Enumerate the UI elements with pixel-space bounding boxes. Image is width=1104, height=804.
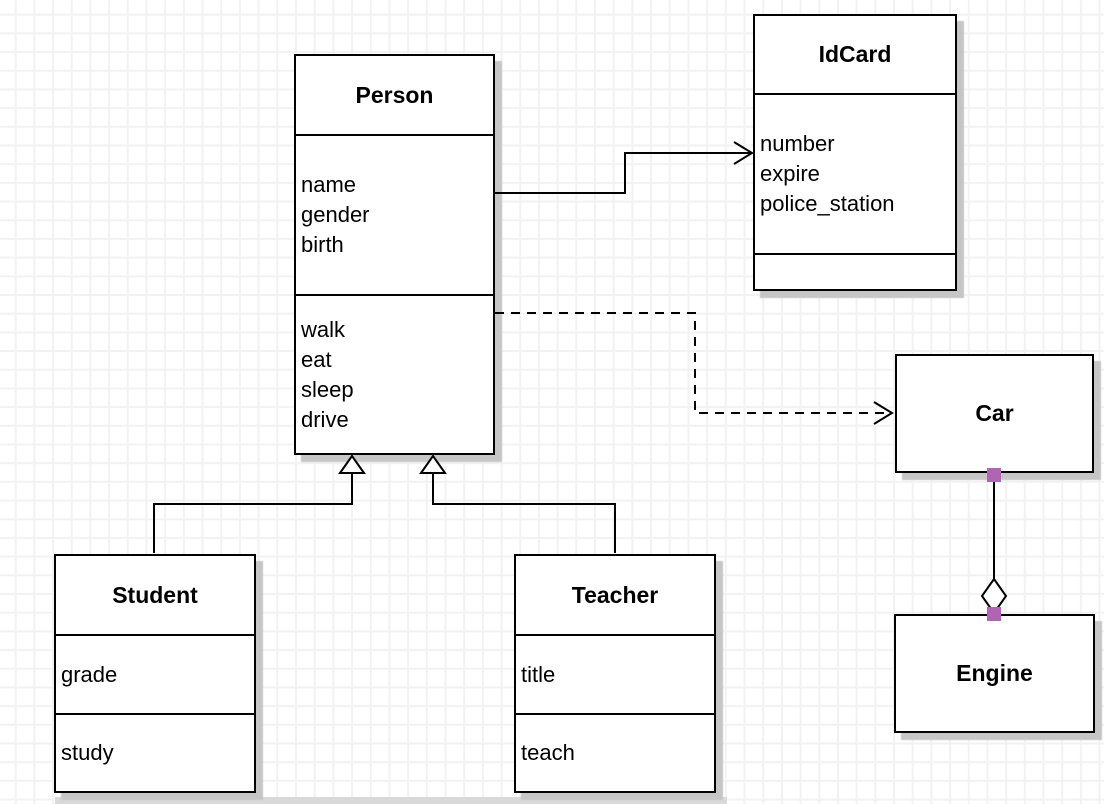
association-person-idcard[interactable] <box>495 141 754 194</box>
class-title: Teacher <box>516 556 714 636</box>
class-box-engine[interactable]: Engine <box>894 614 1095 733</box>
class-title: Car <box>975 400 1014 426</box>
generalization-teacher-person[interactable] <box>419 454 616 553</box>
open-arrowhead-icon <box>873 401 894 425</box>
open-arrowhead-icon <box>733 141 754 165</box>
hollow-triangle-icon <box>419 454 447 474</box>
hollow-diamond-icon <box>980 577 1008 615</box>
class-box-student[interactable]: Student grade study <box>54 554 256 793</box>
class-methods: walk eat sleep drive <box>301 316 354 432</box>
generalization-student-person[interactable] <box>153 454 366 553</box>
class-methods <box>755 255 955 289</box>
class-title: Student <box>56 556 254 636</box>
class-methods: study <box>61 740 114 765</box>
class-title: IdCard <box>755 16 955 95</box>
class-attributes: title <box>516 636 714 715</box>
class-title: Engine <box>956 660 1033 686</box>
canvas-edge-shadow <box>55 797 727 804</box>
class-attributes: name gender birth <box>296 136 493 296</box>
class-box-idcard[interactable]: IdCard number expire police_station <box>753 14 957 291</box>
class-box-car[interactable]: Car <box>895 354 1094 473</box>
aggregation-car-engine[interactable] <box>980 475 1008 615</box>
class-attributes: grade <box>56 636 254 715</box>
class-box-person[interactable]: Person name gender birth walk eat sleep … <box>294 54 495 455</box>
dependency-person-car[interactable] <box>495 312 894 425</box>
class-box-teacher[interactable]: Teacher title teach <box>514 554 716 793</box>
class-title: Person <box>296 56 493 136</box>
class-methods: teach <box>521 740 575 765</box>
class-attributes: number expire police_station <box>755 95 955 255</box>
hollow-triangle-icon <box>338 454 366 474</box>
